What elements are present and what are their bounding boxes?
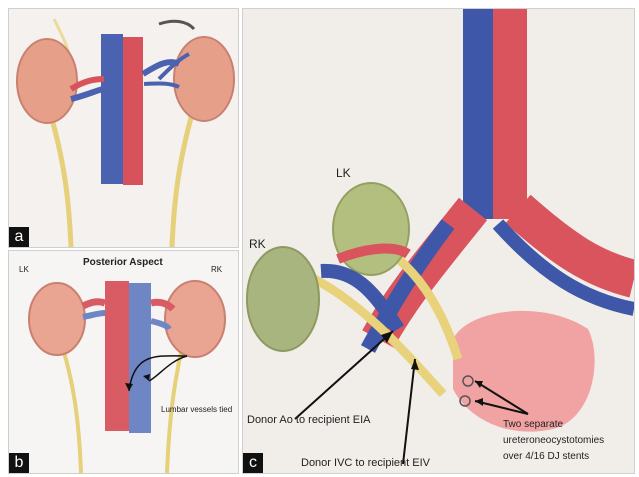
left-kidney	[17, 39, 77, 123]
vena-cava	[129, 283, 151, 433]
panel-c-rk-label: RK	[249, 237, 266, 251]
panel-c-artery-annotation: Donor Ao to recipient EIA	[247, 414, 371, 426]
panel-b-left-label: LK	[19, 265, 29, 274]
panel-c-vein-annotation: Donor IVC to recipient EIV	[301, 457, 430, 469]
panel-b-annotation: Lumbar vessels tied	[161, 405, 232, 414]
clamp-icon	[159, 21, 194, 29]
panel-c-ureter-line1: Two separate	[503, 417, 604, 433]
arrow-artery	[295, 331, 393, 419]
panel-c-ureter-line2: ureteroneocystotomies	[503, 433, 604, 449]
right-kidney	[165, 281, 225, 357]
right-ureter	[172, 107, 194, 247]
panel-b: Posterior Aspect LK RK Lumbar vessels ti…	[8, 250, 239, 474]
panel-c-illustration	[243, 9, 634, 473]
panel-a-tag: a	[9, 227, 29, 247]
transplant-right-kidney	[247, 247, 319, 351]
arrow-vein	[403, 359, 415, 464]
panel-b-illustration	[9, 251, 238, 473]
aorta	[123, 37, 143, 185]
panel-c-tag: c	[243, 453, 263, 473]
panel-b-title: Posterior Aspect	[83, 257, 163, 268]
panel-a: a	[8, 8, 239, 248]
panel-b-right-label: RK	[211, 265, 222, 274]
donor-artery	[493, 9, 527, 219]
left-kidney	[29, 283, 85, 355]
left-ureter	[49, 109, 71, 247]
aorta	[105, 281, 129, 431]
right-kidney	[174, 37, 234, 121]
panel-b-tag: b	[9, 453, 29, 473]
left-ureter	[59, 336, 81, 473]
panel-c-ureter-line3: over 4/16 DJ stents	[503, 449, 604, 465]
donor-vein	[463, 9, 493, 219]
panel-c-lk-label: LK	[336, 166, 351, 180]
panel-a-illustration	[9, 9, 238, 247]
panel-c: LK RK Donor Ao to recipient EIA Donor IV…	[242, 8, 635, 474]
vena-cava	[101, 34, 123, 184]
panel-c-ureter-annotation: Two separate ureteroneocystotomies over …	[503, 417, 604, 465]
